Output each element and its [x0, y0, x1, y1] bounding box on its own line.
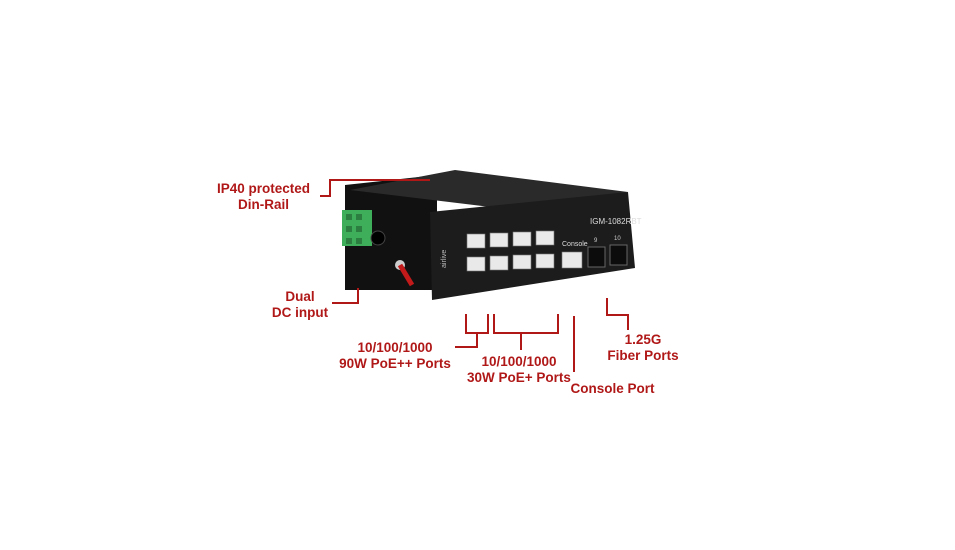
console-rj45-port [561, 251, 583, 269]
leader-poe30-bracket [493, 314, 559, 334]
leader-poe90 [455, 333, 478, 348]
sfp-label: 10 [614, 236, 621, 242]
rj45-port [512, 254, 532, 270]
leader-poe90-bracket [465, 314, 489, 334]
rj45-port-block [466, 230, 583, 272]
logo-text: airlive [441, 250, 448, 268]
rj45-port [535, 230, 555, 246]
callout-poe90: 10/100/1000 90W PoE++ Ports [339, 340, 451, 371]
callout-fiber: 1.25G Fiber Ports [607, 332, 679, 363]
sfp-label: 9 [594, 238, 598, 244]
model-label: IGM-1082RBT [590, 217, 642, 226]
dc-jack [370, 230, 386, 246]
leader-ip40 [320, 179, 430, 197]
rj45-port [512, 231, 532, 247]
side-panel [345, 175, 437, 290]
callout-ip40: IP40 protected Din-Rail [216, 181, 311, 212]
callout-dc-input: Dual DC input [271, 289, 329, 320]
console-label: Console [562, 241, 588, 248]
rj45-port [489, 232, 509, 248]
rj45-port [489, 255, 509, 271]
sfp-port [609, 244, 628, 266]
callout-console: Console Port [570, 381, 655, 396]
rj45-port [466, 256, 486, 272]
rj45-port [466, 233, 486, 249]
callout-leaders [320, 179, 629, 372]
callout-poe30: 10/100/1000 30W PoE+ Ports [467, 354, 571, 385]
leader-dc [332, 288, 359, 304]
leader-fiber [606, 298, 629, 330]
switch-front [430, 192, 635, 300]
sfp-port [587, 246, 606, 268]
rj45-port [535, 253, 555, 269]
